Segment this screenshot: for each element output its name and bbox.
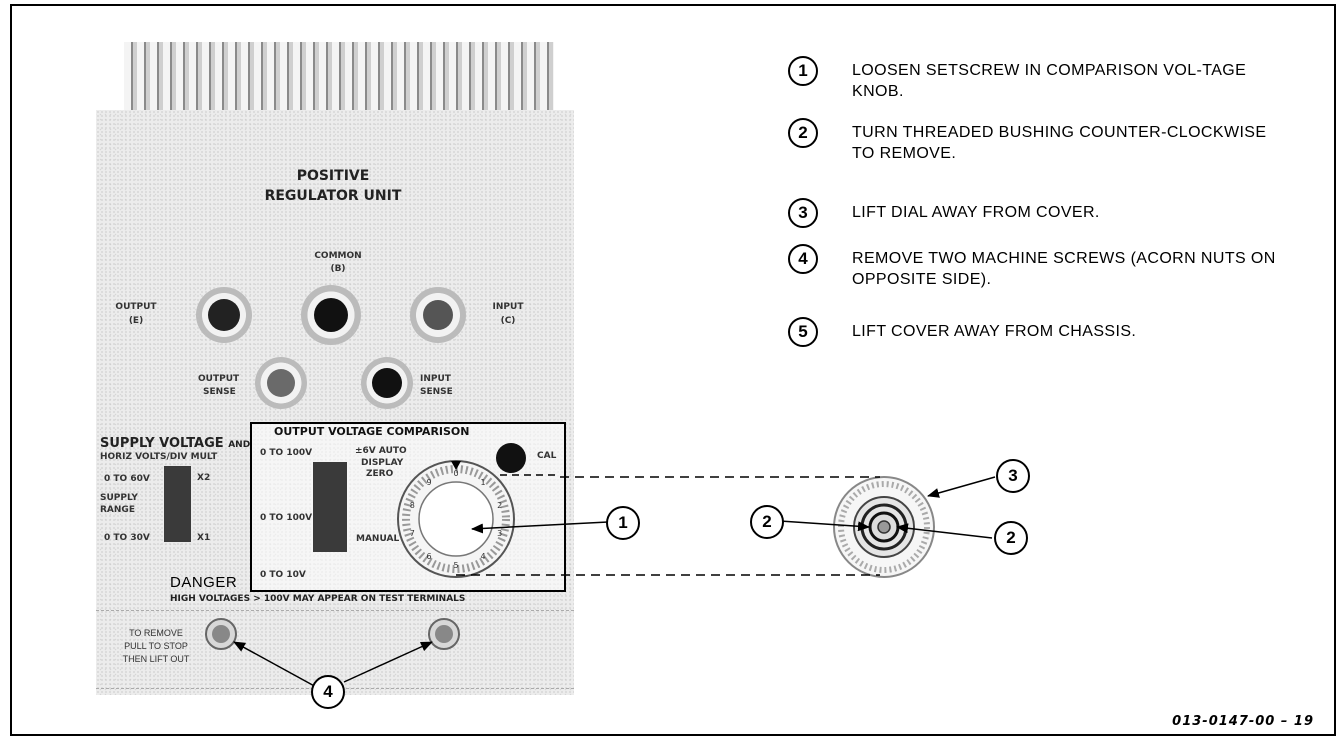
dial-number-labels: 0 1 2 3 4 5 6 7 8 9: [410, 469, 502, 570]
left-panel-screw[interactable]: [205, 618, 237, 650]
step-2-text: TURN THREADED BUSHING COUNTER-CLOCKWISE …: [852, 124, 1267, 162]
output-sub-label: (E): [128, 316, 144, 326]
callout-2-left: 2: [750, 505, 784, 539]
common-label: COMMON: [314, 251, 362, 261]
input-sense-label-1: INPUT: [420, 374, 451, 384]
supply-range-label-1: SUPPLY: [100, 493, 138, 503]
comparison-dial[interactable]: [397, 460, 515, 578]
front-panel: [96, 110, 574, 695]
dial-number: 0: [453, 469, 458, 478]
dial-number: 6: [426, 552, 431, 561]
cmp-display-label: DISPLAY: [361, 458, 404, 468]
heatsink-fins: [124, 42, 554, 112]
step-2-number: 2: [788, 118, 818, 148]
dial-number: 2: [497, 501, 502, 510]
arrow-step2-left: [779, 520, 870, 532]
arrow-step3: [927, 476, 996, 498]
remove-line-3: THEN LIFT OUT: [122, 654, 190, 664]
step-5-text: LIFT COVER AWAY FROM CHASSIS.: [852, 323, 1137, 340]
diagram-frame: [10, 4, 1336, 736]
x1-label: X1: [197, 533, 211, 543]
supply-range-switch[interactable]: [164, 466, 191, 542]
danger-label: DANGER: [170, 574, 238, 591]
input-label: INPUT: [492, 302, 524, 312]
cmp-manual-label: MANUAL: [356, 534, 400, 544]
supply-voltage-label: SUPPLY VOLTAGE AND: [100, 436, 250, 451]
callout-2-right: 2: [994, 521, 1028, 555]
remove-line-1: TO REMOVE: [129, 628, 183, 638]
cal-label: CAL: [537, 451, 557, 461]
step-5-number: 5: [788, 317, 818, 347]
callout-4: 4: [311, 675, 345, 709]
comparison-title: OUTPUT VOLTAGE COMPARISON: [274, 425, 470, 438]
arrow-step2-right: [896, 523, 993, 539]
supply-range-label-2: RANGE: [100, 505, 135, 515]
cmp-range-mid: 0 TO 100V: [260, 513, 313, 523]
x2-label: X2: [197, 473, 211, 483]
input-sense-jack[interactable]: [361, 357, 413, 409]
common-jack[interactable]: [301, 285, 361, 345]
output-sense-jack[interactable]: [255, 357, 307, 409]
remove-line-2: PULL TO STOP: [124, 641, 188, 651]
cmp-auto-label: ±6V AUTO: [355, 446, 407, 456]
input-sub-label: (C): [500, 316, 516, 326]
output-sense-label-1: OUTPUT: [198, 374, 240, 384]
range-60-label: 0 TO 60V: [104, 474, 150, 484]
output-jack[interactable]: [196, 287, 252, 343]
comparison-mode-switch[interactable]: [313, 462, 347, 552]
step-1-number: 1: [788, 56, 818, 86]
dial-number: 4: [480, 552, 485, 561]
output-sense-label-2: SENSE: [203, 387, 236, 397]
step-3-number: 3: [788, 198, 818, 228]
cal-button[interactable]: [496, 443, 526, 473]
step-3-text: LIFT DIAL AWAY FROM COVER.: [852, 204, 1100, 221]
dial-number: 7: [410, 529, 415, 538]
dial-number: 9: [426, 478, 431, 487]
dial-number: 1: [480, 478, 485, 487]
input-sense-label-2: SENSE: [420, 387, 453, 397]
range-30-label: 0 TO 30V: [104, 533, 150, 543]
arrow-step1: [471, 521, 609, 534]
callout-3: 3: [996, 459, 1030, 493]
common-sub-label: (B): [330, 264, 346, 274]
horiz-volts-label: HORIZ VOLTS/DIV MULT: [100, 452, 218, 462]
step-1-text: LOOSEN SETSCREW IN COMPARISON VOL-TAGE K…: [852, 62, 1247, 100]
removed-dial: [833, 476, 935, 578]
figure-reference: 013-0147-00 – 19: [1172, 714, 1314, 729]
arrow-step4-left: [233, 641, 319, 689]
panel-title-line2: REGULATOR UNIT: [264, 188, 402, 204]
panel-title-line1: POSITIVE: [296, 168, 370, 184]
cmp-range-top: 0 TO 100V: [260, 448, 313, 458]
supply-and-text: AND: [228, 440, 251, 450]
right-panel-screw[interactable]: [428, 618, 460, 650]
step-4-text: REMOVE TWO MACHINE SCREWS (ACORN NUTS ON…: [852, 250, 1276, 288]
arrow-step4-right: [343, 641, 433, 683]
callout-1: 1: [606, 506, 640, 540]
cmp-range-low: 0 TO 10V: [260, 570, 306, 580]
step-4-number: 4: [788, 244, 818, 274]
panel-divider: [96, 610, 574, 612]
dial-number: 3: [497, 529, 502, 538]
supply-voltage-text: SUPPLY VOLTAGE: [100, 436, 224, 451]
output-label: OUTPUT: [115, 302, 157, 312]
input-jack[interactable]: [410, 287, 466, 343]
danger-warning: HIGH VOLTAGES > 100V MAY APPEAR ON TEST …: [170, 594, 466, 604]
dial-number: 5: [453, 561, 458, 570]
dial-number: 8: [410, 501, 415, 510]
cmp-zero-label: ZERO: [366, 469, 394, 479]
